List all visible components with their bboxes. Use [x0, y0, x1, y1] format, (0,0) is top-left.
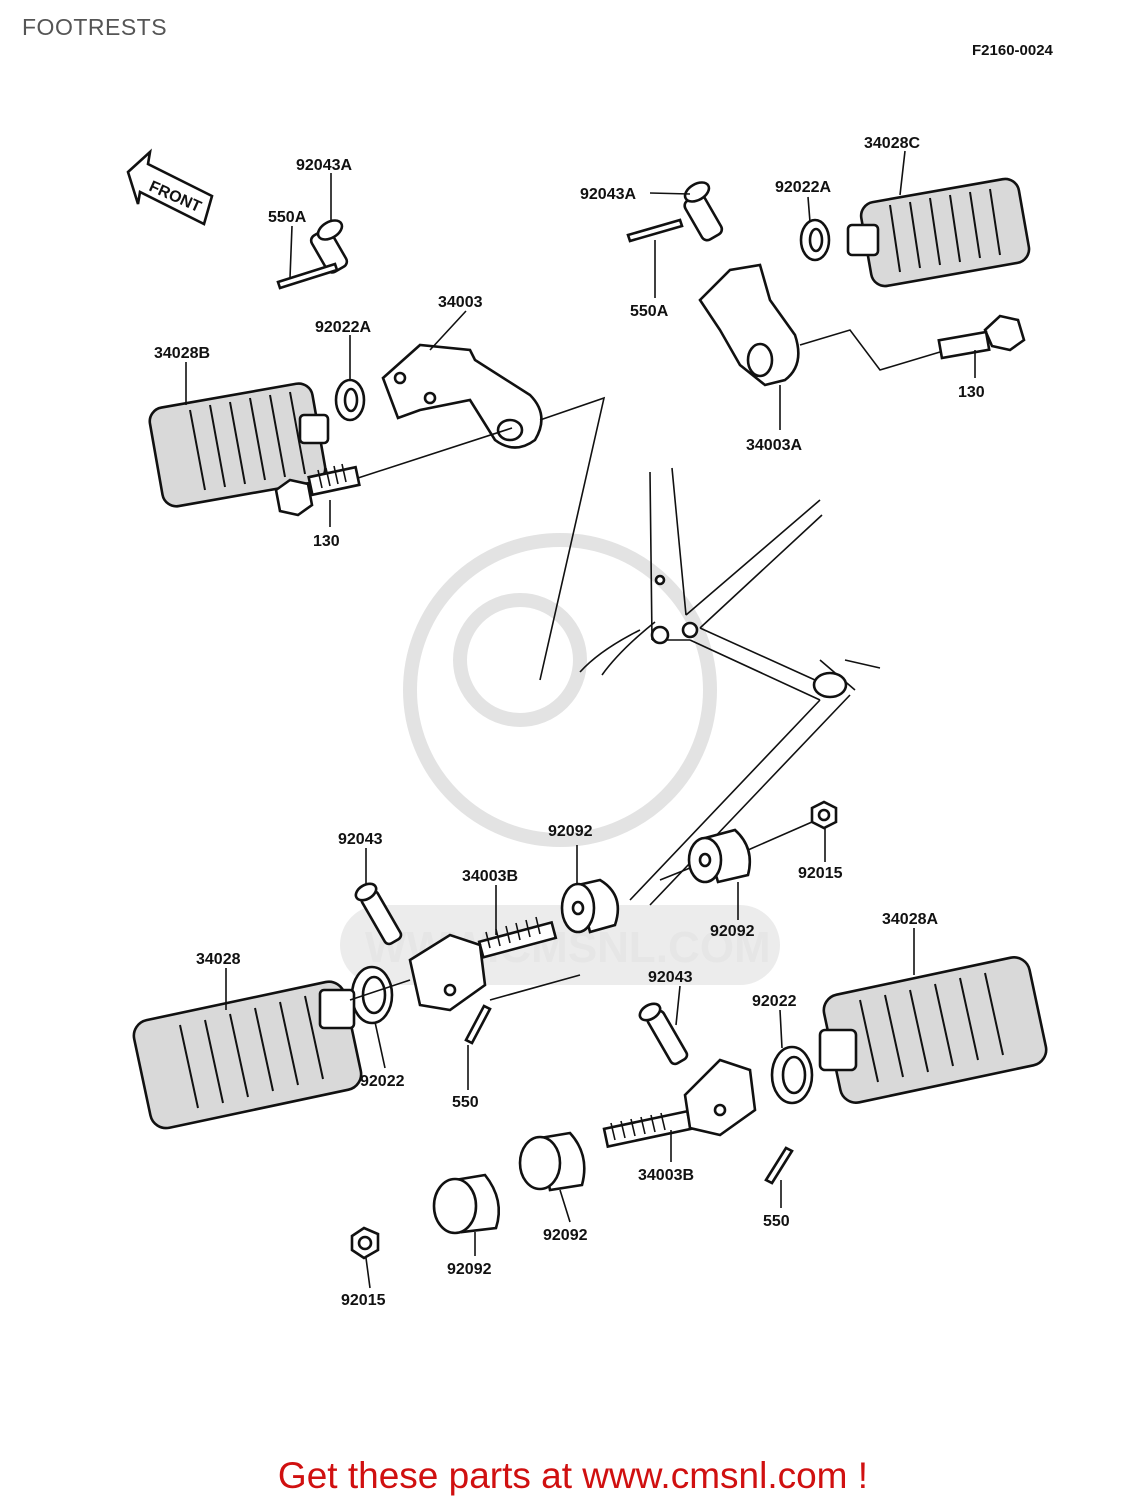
- callout-92022A-right: 92022A: [775, 179, 831, 196]
- cotter-550A-right: [626, 218, 684, 243]
- footpeg-34028B: [148, 382, 330, 508]
- washer-92022-left: [350, 965, 394, 1025]
- cotter-550A-left: [276, 262, 339, 290]
- callout-92092-right: 92092: [710, 923, 755, 940]
- callout-92092-bottom-2: 92092: [447, 1261, 492, 1278]
- pin-92043A-right: [683, 181, 724, 242]
- footpeg-34028C: [846, 177, 1031, 288]
- callout-92092-top: 92092: [548, 823, 593, 840]
- callout-34028B: 34028B: [154, 345, 210, 362]
- callout-92092-bottom-1: 92092: [543, 1227, 588, 1244]
- nut-92015-bottom: [350, 1226, 380, 1260]
- callout-34028C: 34028C: [864, 135, 920, 152]
- spacer-92092-bottom-1: [518, 1131, 586, 1192]
- callout-34003B-top: 34003B: [462, 868, 518, 885]
- pin-92043-right: [638, 1002, 689, 1066]
- callout-550A-left: 550A: [268, 209, 307, 226]
- callout-92043-right: 92043: [648, 969, 693, 986]
- callout-92043A-right: 92043A: [580, 186, 636, 203]
- cotter-550-right: [764, 1146, 794, 1185]
- bracket-34003: [381, 343, 543, 449]
- spacer-92092-bottom-2: [432, 1173, 500, 1235]
- callout-34003: 34003: [438, 294, 483, 311]
- callout-92015-right: 92015: [798, 865, 843, 882]
- callout-92043-left: 92043: [338, 831, 383, 848]
- callout-92015-bottom: 92015: [341, 1292, 386, 1309]
- front-arrow-icon: FRONT: [126, 148, 214, 226]
- bolt-130-right: [937, 314, 1026, 360]
- callout-34028A: 34028A: [882, 911, 938, 928]
- cotter-550-left: [464, 1004, 492, 1045]
- leader-lines: [185, 150, 976, 1289]
- washer-92022A-right: [799, 218, 831, 262]
- washer-92022A-left: [334, 378, 366, 422]
- callout-92022-left: 92022: [360, 1073, 405, 1090]
- pin-92043-left: [354, 882, 403, 946]
- callout-92022-right: 92022: [752, 993, 797, 1010]
- footer-promo-link[interactable]: Get these parts at www.cmsnl.com !: [277, 1455, 869, 1496]
- pin-92043A-left: [309, 219, 349, 274]
- nut-92015-right: [810, 800, 838, 830]
- bracket-34003A: [698, 263, 800, 387]
- callout-92022A-left: 92022A: [315, 319, 371, 336]
- callout-34003A: 34003A: [746, 437, 802, 454]
- callout-labels: 92043A 550A 92022A 34003 34028B 130 9204…: [154, 135, 985, 1309]
- spacer-92092-right: [687, 828, 752, 884]
- callout-130-right: 130: [958, 384, 985, 401]
- bolt-130-left: [274, 463, 361, 517]
- callout-92043A-left: 92043A: [296, 157, 352, 174]
- frame: [579, 467, 881, 906]
- callout-130-left: 130: [313, 533, 340, 550]
- callout-34028: 34028: [196, 951, 241, 968]
- callout-34003B-bottom: 34003B: [638, 1167, 694, 1184]
- callout-550A-right: 550A: [630, 303, 669, 320]
- page-title: FOOTRESTS: [22, 14, 168, 40]
- watermark: WWW.CMSNL.COM: [340, 533, 780, 985]
- washer-92022-right: [770, 1045, 814, 1105]
- diagram-code: F2160-0024: [972, 42, 1053, 59]
- stud-34003B-bottom: [602, 1058, 757, 1149]
- footpeg-34028: [132, 980, 363, 1130]
- stud-34003B-top: [408, 916, 558, 1012]
- callout-550-left: 550: [452, 1094, 479, 1111]
- callout-550-right: 550: [763, 1213, 790, 1230]
- footpeg-34028A: [818, 956, 1048, 1104]
- spacer-92092-top: [560, 878, 620, 934]
